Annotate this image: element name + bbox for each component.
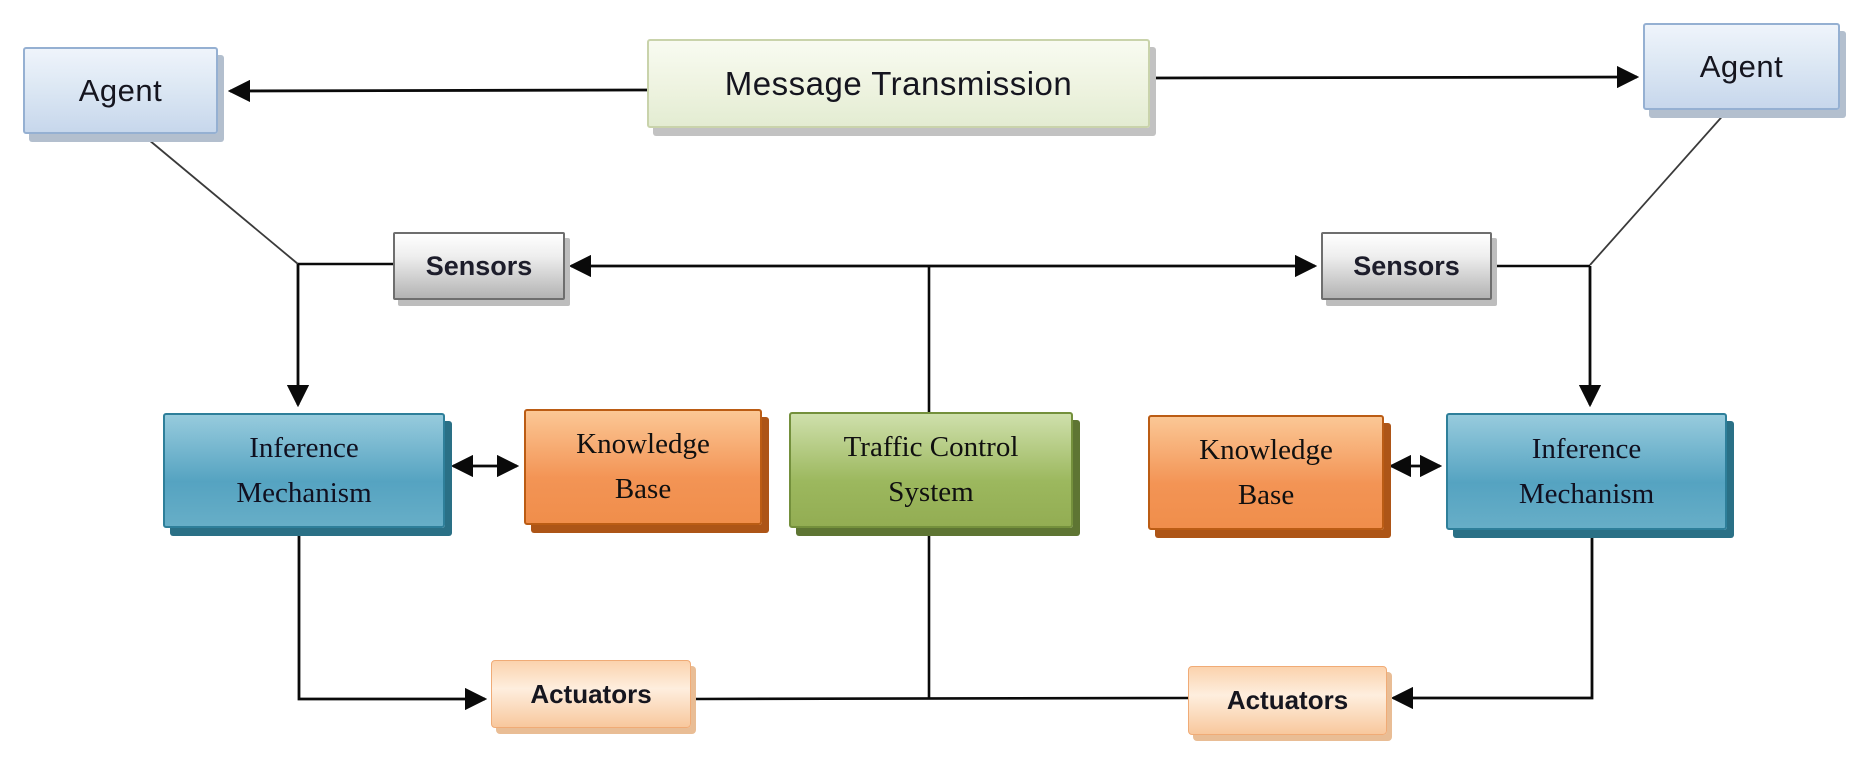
node-traffic-control-system-label: Traffic Control System	[843, 431, 1019, 508]
node-sensors-left-label: Sensors	[425, 250, 533, 281]
node-agent-right: Agent	[1643, 23, 1840, 110]
edge-mt-to-agent-right	[1149, 65, 1640, 89]
edge-actuators-bottom-link	[690, 696, 1189, 701]
node-traffic-control-system: Traffic Control System	[789, 412, 1073, 528]
node-sensors-right: Sensors	[1321, 232, 1492, 300]
node-knowledge-base-right-label: Knowledge Base	[1199, 433, 1333, 511]
node-knowledge-base-left: Knowledge Base	[524, 409, 762, 525]
node-actuators-right: Actuators	[1188, 666, 1387, 735]
node-agent-left-label: Agent	[78, 72, 163, 108]
node-knowledge-base-left-label: Knowledge Base	[576, 428, 710, 505]
node-inference-mechanism-right-label: Inference Mechanism	[1518, 432, 1655, 510]
node-actuators-left: Actuators	[491, 660, 691, 728]
node-inference-mechanism-left: Inference Mechanism	[163, 413, 445, 528]
node-agent-right-label: Agent	[1699, 48, 1784, 84]
edge-inference-to-actuators-right	[1390, 530, 1594, 710]
node-message-transmission-label: Message Transmission	[724, 64, 1073, 102]
node-sensors-left: Sensors	[393, 232, 565, 300]
node-knowledge-base-right: Knowledge Base	[1148, 415, 1384, 530]
node-inference-mechanism-left-label: Inference Mechanism	[236, 431, 372, 509]
node-message-transmission: Message Transmission	[647, 39, 1150, 128]
edge-mt-to-agent-left	[227, 79, 648, 103]
node-agent-left: Agent	[23, 47, 218, 134]
node-actuators-left-label: Actuators	[530, 678, 652, 709]
edge-agent-right-diagonal	[1589, 110, 1728, 266]
node-actuators-right-label: Actuators	[1226, 685, 1349, 715]
edge-agent-left-diagonal	[142, 134, 299, 265]
edge-inference-to-actuators-left	[297, 528, 488, 711]
node-inference-mechanism-right: Inference Mechanism	[1446, 413, 1727, 530]
node-sensors-right-label: Sensors	[1353, 250, 1460, 281]
